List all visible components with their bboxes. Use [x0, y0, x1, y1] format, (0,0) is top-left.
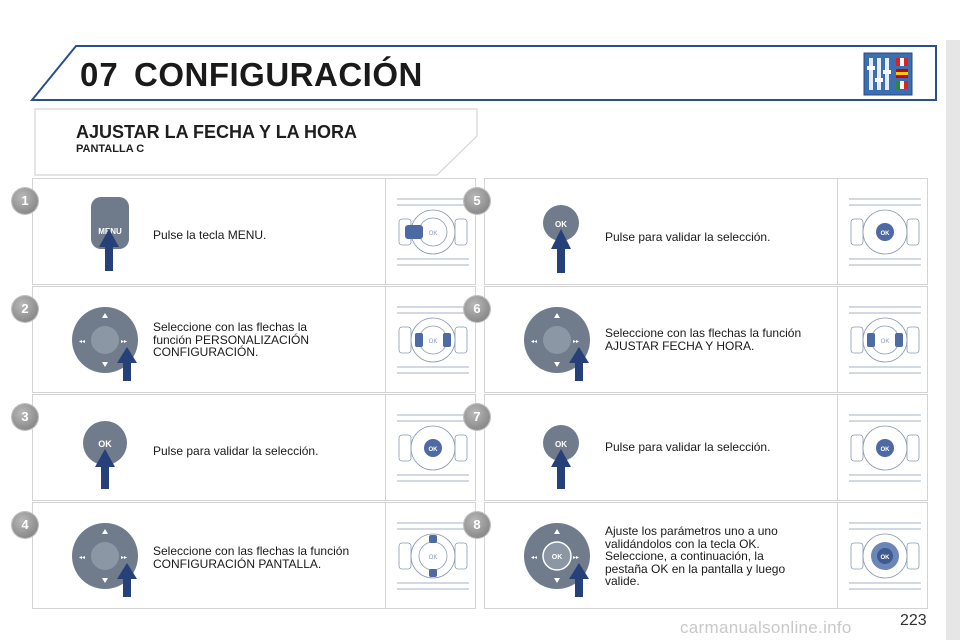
page-number: 223 [900, 612, 927, 629]
step-card: 5 OK Pulse para validar la selección. OK [464, 178, 928, 285]
console-panel-image: OK [397, 414, 469, 482]
console-panel-image: OK [849, 414, 921, 482]
svg-text:OK: OK [881, 447, 891, 453]
svg-text:OK: OK [429, 555, 438, 561]
svg-text:◂◂: ◂◂ [79, 554, 85, 561]
step-divider [837, 287, 838, 392]
step-text-line: validándolos con la tecla OK. [605, 536, 760, 551]
step-divider [837, 503, 838, 608]
svg-text:▸▸: ▸▸ [121, 554, 127, 561]
step-text: Pulse para validar la selección. [605, 441, 835, 454]
console-panel-image: OK [397, 306, 469, 374]
step-number-badge: 2 [12, 296, 38, 322]
step-text: Pulse para validar la selección. [605, 231, 835, 244]
chapter-title: CONFIGURACIÓN [134, 56, 423, 93]
step-card: 1 MENU Pulse la tecla MENU. OK [12, 178, 476, 285]
step-text-line: Seleccione, a continuación, la [605, 549, 764, 563]
arrow-pad-icon: ◂◂ ▸▸ [72, 307, 138, 381]
step-text: Ajuste los parámetros uno a uno validánd… [605, 525, 835, 588]
step-text-line: pestaña OK en la pantalla y luego [605, 561, 786, 576]
section-subtitle: PANTALLA C [76, 143, 145, 155]
step-card: 3 OK Pulse para validar la selección. OK [12, 394, 476, 501]
step-card: 6 ◂◂ ▸▸ Seleccione con las flechas la fu… [464, 286, 928, 393]
arrow-pad-icon: ◂◂ ▸▸ [72, 523, 138, 597]
step-divider [385, 287, 386, 392]
svg-text:OK: OK [429, 231, 438, 237]
svg-text:OK: OK [429, 339, 438, 345]
ok-button-icon: OK [543, 205, 579, 273]
menu-button-icon: MENU [91, 197, 129, 271]
step-text-line: Pulse para validar la selección. [605, 230, 771, 244]
step-text-line: Ajuste los parámetros uno a uno [605, 524, 778, 538]
ok-key-label: OK [555, 440, 567, 449]
step-text-line: AJUSTAR FECHA Y HORA. [605, 338, 755, 353]
step-number-badge: 5 [464, 188, 490, 214]
svg-text:OK: OK [881, 339, 890, 345]
watermark: carmanualsonline.info [680, 618, 852, 637]
step-divider [385, 179, 386, 284]
step-divider [385, 503, 386, 608]
svg-text:▸▸: ▸▸ [121, 338, 127, 345]
svg-text:◂◂: ◂◂ [79, 338, 85, 345]
step-number-badge: 8 [464, 512, 490, 538]
step-number-badge: 1 [12, 188, 38, 214]
step-text-line: Pulse para validar la selección. [605, 440, 771, 454]
svg-text:OK: OK [881, 231, 891, 237]
step-text-line: CONFIGURACIÓN. [153, 345, 259, 359]
chapter-number: 07 [80, 56, 119, 93]
step-text-line: Seleccione con las flechas la función [153, 544, 350, 558]
step-text-line: Pulse para validar la selección. [153, 444, 319, 458]
step-text-line: Pulse la tecla MENU. [153, 228, 267, 242]
step-text: Pulse para validar la selección. [153, 445, 383, 458]
ok-button-icon: OK [543, 425, 579, 489]
step-text: Seleccione con las flechas la función PE… [153, 321, 383, 359]
svg-text:▸▸: ▸▸ [573, 338, 579, 345]
page-edge-strip [946, 40, 960, 640]
step-card: 7 OK Pulse para validar la selección. OK [464, 394, 928, 501]
console-panel-image: OK [849, 522, 921, 590]
step-number-badge: 6 [464, 296, 490, 322]
svg-text:▸▸: ▸▸ [573, 554, 579, 561]
step-text: Seleccione con las flechas la función CO… [153, 545, 383, 570]
svg-text:OK: OK [881, 555, 891, 561]
console-panel-image: OK [397, 198, 469, 266]
step-text-line: CONFIGURACIÓN PANTALLA. [153, 556, 322, 571]
step-text: Pulse la tecla MENU. [153, 229, 383, 242]
svg-text:◂◂: ◂◂ [531, 554, 537, 561]
step-text-line: función PERSONALIZACIÓN [153, 332, 310, 347]
console-panel-image: OK [849, 198, 921, 266]
step-text: Seleccione con las flechas la función AJ… [605, 327, 835, 352]
svg-text:OK: OK [429, 447, 439, 453]
section-title: AJUSTAR LA FECHA Y LA HORA [76, 122, 358, 142]
ok-key-label: OK [98, 439, 112, 449]
step-card: 8 OK ◂◂ ▸▸ Ajuste los parámetros uno a u… [464, 502, 928, 609]
ok-key-label: OK [555, 220, 567, 229]
step-divider [837, 179, 838, 284]
step-card: 2 ◂◂ ▸▸ Seleccione con las flechas la fu… [12, 286, 476, 393]
step-number-badge: 7 [464, 404, 490, 430]
settings-flags-icon [863, 52, 913, 96]
ok-button-icon: OK [83, 421, 127, 489]
console-panel-image: OK [397, 522, 469, 590]
step-divider [837, 395, 838, 500]
step-text-line: valide. [605, 574, 640, 588]
section-frame [34, 108, 478, 176]
arrow-pad-ok-icon: OK ◂◂ ▸▸ [524, 523, 590, 597]
console-panel-image: OK [849, 306, 921, 374]
arrow-pad-icon: ◂◂ ▸▸ [524, 307, 590, 381]
ok-key-label: OK [552, 554, 563, 561]
step-text-line: Seleccione con las flechas la función [605, 326, 802, 340]
step-text-line: Seleccione con las flechas la [153, 320, 308, 334]
step-divider [385, 395, 386, 500]
step-number-badge: 4 [12, 512, 38, 538]
step-number-badge: 3 [12, 404, 38, 430]
header-bar [30, 45, 937, 101]
step-card: 4 ◂◂ ▸▸ Seleccione con las flechas la fu… [12, 502, 476, 609]
svg-text:◂◂: ◂◂ [531, 338, 537, 345]
